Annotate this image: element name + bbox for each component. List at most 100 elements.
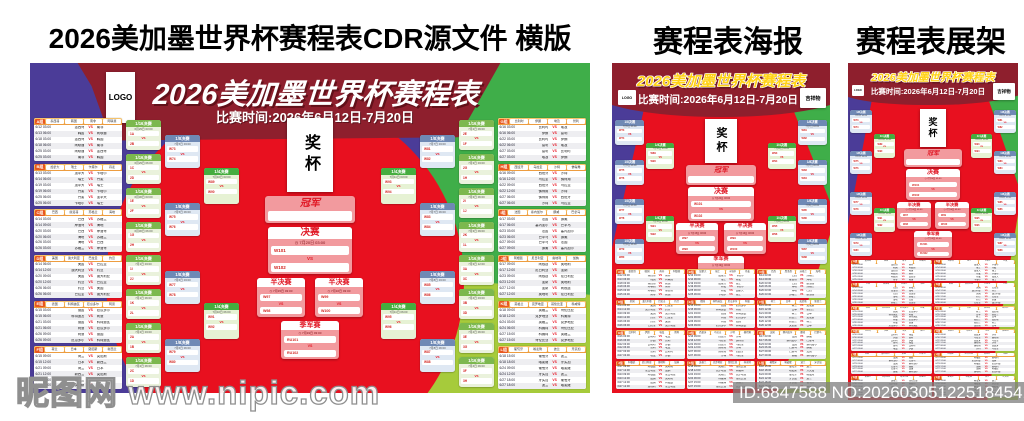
vs-label: VS <box>552 371 557 376</box>
match-date: 6/26 09:00 <box>852 322 863 325</box>
away-team: 日本 <box>806 324 812 327</box>
vertical-poster-preview[interactable]: 2026美加墨世界杯赛程表 LOGO 比赛时间:2026年6月12日-7月20日… <box>612 63 830 393</box>
slot-home: W77 <box>851 200 871 204</box>
away-team: 丹麦 <box>991 267 997 270</box>
vs-label: VS <box>658 155 662 159</box>
match-date: 6/17 09:00 <box>935 356 946 359</box>
slot-home: 2G <box>461 164 492 171</box>
round-label: 1/8决赛 <box>165 135 200 143</box>
group-table-header: A组墨西哥韩国南非阿联酋 <box>34 118 122 125</box>
round-label: 1/8决赛 <box>615 199 645 205</box>
vs-label: VS <box>552 319 557 324</box>
match-date: 6/24 03:00 <box>688 373 701 376</box>
home-team: 韩国 <box>893 267 898 270</box>
match-date: 6/21 06:00 <box>852 319 863 322</box>
match-date: 6/17 03:00 <box>499 216 516 221</box>
vs-label: VS <box>552 313 557 318</box>
away-team: 尼日利亚 <box>991 362 1001 365</box>
match-date: ◷ 7月20日 03:00 <box>294 240 326 245</box>
vs-label: VS <box>984 290 988 293</box>
away-team: 比利时 <box>665 351 673 354</box>
home-team: 智利 <box>893 345 898 348</box>
vs-label: VS <box>307 344 313 348</box>
home-team: 德国 <box>721 313 727 315</box>
match-date: 7月8日 06:00 <box>805 244 820 247</box>
away-team: 卡塔尔 <box>735 274 744 277</box>
vs-label: VS <box>901 339 905 342</box>
group-team: 加拿大 <box>942 260 960 264</box>
slot-away: W84 <box>995 166 1015 170</box>
group-table-header: J组阿根廷尼日利亚奥地利加纳 <box>616 360 685 366</box>
round-label: 1/8决赛 <box>994 151 1016 156</box>
slot-home: W89 <box>875 142 894 146</box>
match-date: 6/27 12:00 <box>617 380 630 384</box>
match-date: 6/22 12:00 <box>935 342 946 345</box>
schedule-line: 比赛时间:2026年6月12日-7月20日 <box>160 107 470 126</box>
round-label: 1/4决赛 <box>204 303 239 311</box>
stand-poster-preview[interactable]: 2026美加墨世界杯赛程表 LOGO 比赛时间:2026年6月12日-7月20日… <box>848 63 1018 400</box>
vs-label: VS <box>984 301 988 304</box>
vs-label: VS <box>658 369 663 373</box>
match-date: 6/16 03:00 <box>852 333 863 336</box>
slot-home: W95 <box>972 216 991 220</box>
home-team: 澳大利亚 <box>645 309 656 312</box>
match-date: 7月8日 06:00 <box>429 345 446 350</box>
away-team: 巴拿马 <box>908 359 916 362</box>
vs-label: VS <box>88 188 93 193</box>
vs-label: VS <box>552 286 557 291</box>
vs-label: VS <box>901 293 905 296</box>
away-team: 哥伦比亚 <box>909 380 932 382</box>
away-team: 尼日利亚 <box>560 293 574 297</box>
home-team: 美国 <box>77 275 85 279</box>
away-team: 科特迪瓦 <box>96 338 110 342</box>
home-team: 新西兰 <box>74 378 85 382</box>
home-team: 佛得角 <box>718 347 727 350</box>
match-date: 6/26 06:00 <box>35 286 52 291</box>
home-team: 瑞士 <box>77 177 85 181</box>
away-team: 阿根廷 <box>665 381 673 384</box>
slot-away: W98 <box>900 222 928 227</box>
group-name: F组 <box>758 300 766 304</box>
group-team: 美国 <box>942 283 960 287</box>
champion-box: 冠军 <box>686 165 756 185</box>
vs-label: VS <box>552 137 557 142</box>
home-team: 海地 <box>893 296 898 299</box>
away-team: 南非 <box>665 286 671 289</box>
away-team: 荷兰 <box>96 378 104 382</box>
match-date: 6/20 06:00 <box>35 234 52 239</box>
group-team: 南非 <box>83 119 102 124</box>
round-label: 季军赛 <box>914 230 952 237</box>
away-team: 乌拉圭 <box>735 343 744 346</box>
match-date: 6/19 03:00 <box>35 182 52 187</box>
vs-label: VS <box>658 312 663 315</box>
match-date: 6/23 06:00 <box>499 234 516 239</box>
group-team: 苏格兰 <box>895 283 913 287</box>
away-team: 法国 <box>908 368 914 371</box>
main-poster-preview[interactable]: LOGO 2026美加墨世界杯赛程表 比赛时间:2026年6月12日-7月20日… <box>30 63 590 393</box>
vs-label: VS <box>180 151 185 156</box>
